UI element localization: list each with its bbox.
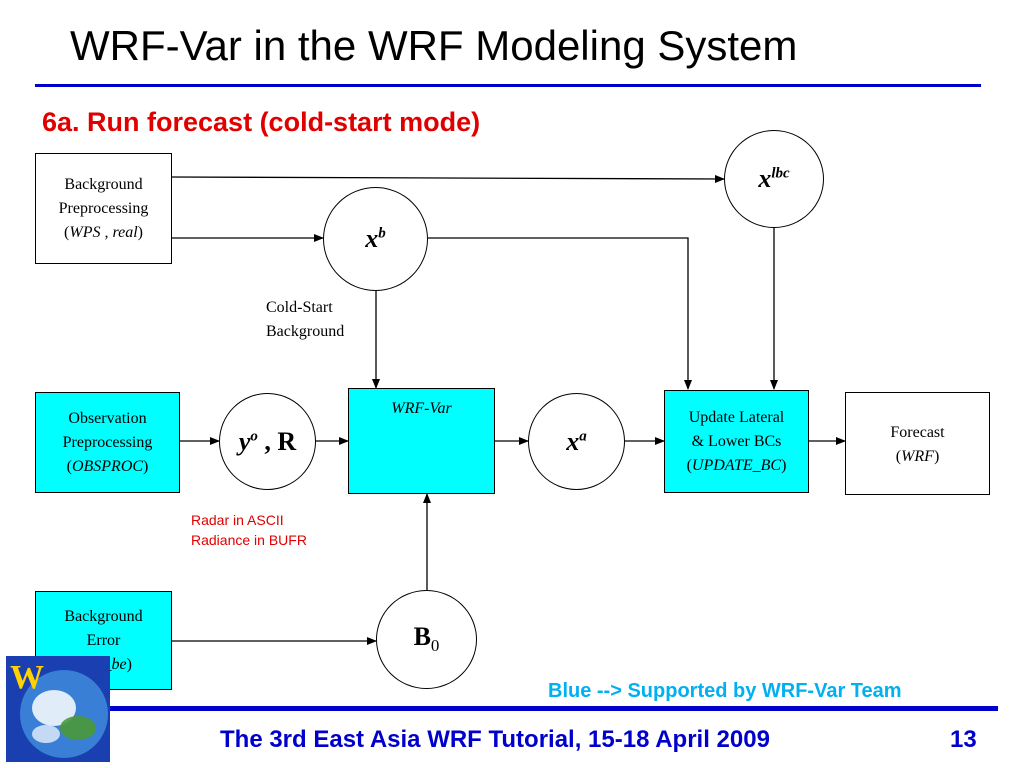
cold-start-line1: Cold-Start (266, 299, 333, 316)
forecast-box: Forecast (WRF) (845, 392, 990, 495)
bg-prep-line1: Background (64, 175, 143, 193)
slide-title: WRF-Var in the WRF Modeling System (70, 22, 798, 69)
xb-base: x (365, 224, 379, 253)
page-number: 13 (950, 726, 977, 753)
obs-prep-line2: Preprocessing (62, 433, 153, 451)
b0-base: B (413, 622, 431, 652)
slide-subtitle: 6a. Run forecast (cold-start mode) (42, 107, 481, 137)
slide-footer: The 3rd East Asia WRF Tutorial, 15-18 Ap… (220, 726, 770, 753)
update-bc-box: Update Lateral & Lower BCs (UPDATE_BC) (664, 390, 809, 493)
yo-r-circle: yo , R (219, 393, 316, 490)
yo-rest: , R (257, 426, 297, 456)
bg-prep-tool-line: (WPS , real) (64, 223, 143, 241)
yo-base: y (238, 426, 251, 456)
obs-formats-line1: Radar in ASCII (191, 512, 284, 528)
obs-formats-line2: Radiance in BUFR (191, 532, 307, 548)
bg-prep-tool: WPS , real (69, 223, 138, 241)
arrow-xb-to-updatebc (428, 237, 692, 390)
obs-formats-note: Radar in ASCII Radiance in BUFR (191, 510, 307, 550)
footer-divider (110, 706, 998, 711)
cold-start-note: Cold-Start Background (266, 296, 344, 344)
observation-preprocessing-box: Observation Preprocessing (OBSPROC) (35, 392, 180, 493)
arrow-bgprep-to-xlbc (170, 174, 725, 183)
update-bc-line1: Update Lateral (688, 408, 785, 426)
forecast-line1: Forecast (890, 424, 945, 441)
cold-start-line2: Background (266, 323, 345, 340)
xb-circle: xb (323, 187, 428, 291)
wrf-logo: W (6, 656, 110, 762)
wrf-var-box: WRF-Var (348, 388, 495, 494)
xa-base: x (566, 426, 580, 456)
supported-by-note: Blue --> Supported by WRF-Var Team (548, 680, 902, 702)
bg-prep-line2: Preprocessing (58, 199, 149, 217)
title-divider (35, 84, 981, 87)
wrf-logo-graphic: W (6, 656, 110, 762)
background-preprocessing-box: Background Preprocessing (WPS , real) (35, 153, 172, 264)
yo-sup: o (250, 427, 258, 444)
bg-error-line2: Error (86, 631, 121, 649)
obs-prep-line1: Observation (68, 409, 147, 427)
obs-prep-tool: OBSPROC (71, 457, 144, 475)
forecast-tool: WRF (901, 448, 934, 465)
logo-letter: W (10, 659, 44, 696)
xa-circle: xa (528, 393, 625, 490)
xlbc-sup: lbc (771, 165, 790, 182)
b0-circle: B0 (376, 590, 477, 689)
xa-sup: a (579, 427, 587, 444)
b0-sub: 0 (430, 636, 440, 656)
update-bc-line2: & Lower BCs (691, 432, 782, 450)
xlbc-circle: xlbc (724, 130, 824, 228)
xb-sup: b (378, 225, 386, 242)
wrf-var-label: WRF-Var (391, 400, 452, 417)
obs-prep-tool-line: (OBSPROC) (66, 457, 149, 475)
update-bc-tool: UPDATE_BC (691, 456, 782, 474)
bg-error-line1: Background (64, 607, 143, 625)
xlbc-base: x (758, 164, 772, 193)
update-bc-tool-line: (UPDATE_BC) (686, 456, 787, 474)
forecast-tool-line: (WRF) (895, 448, 940, 465)
